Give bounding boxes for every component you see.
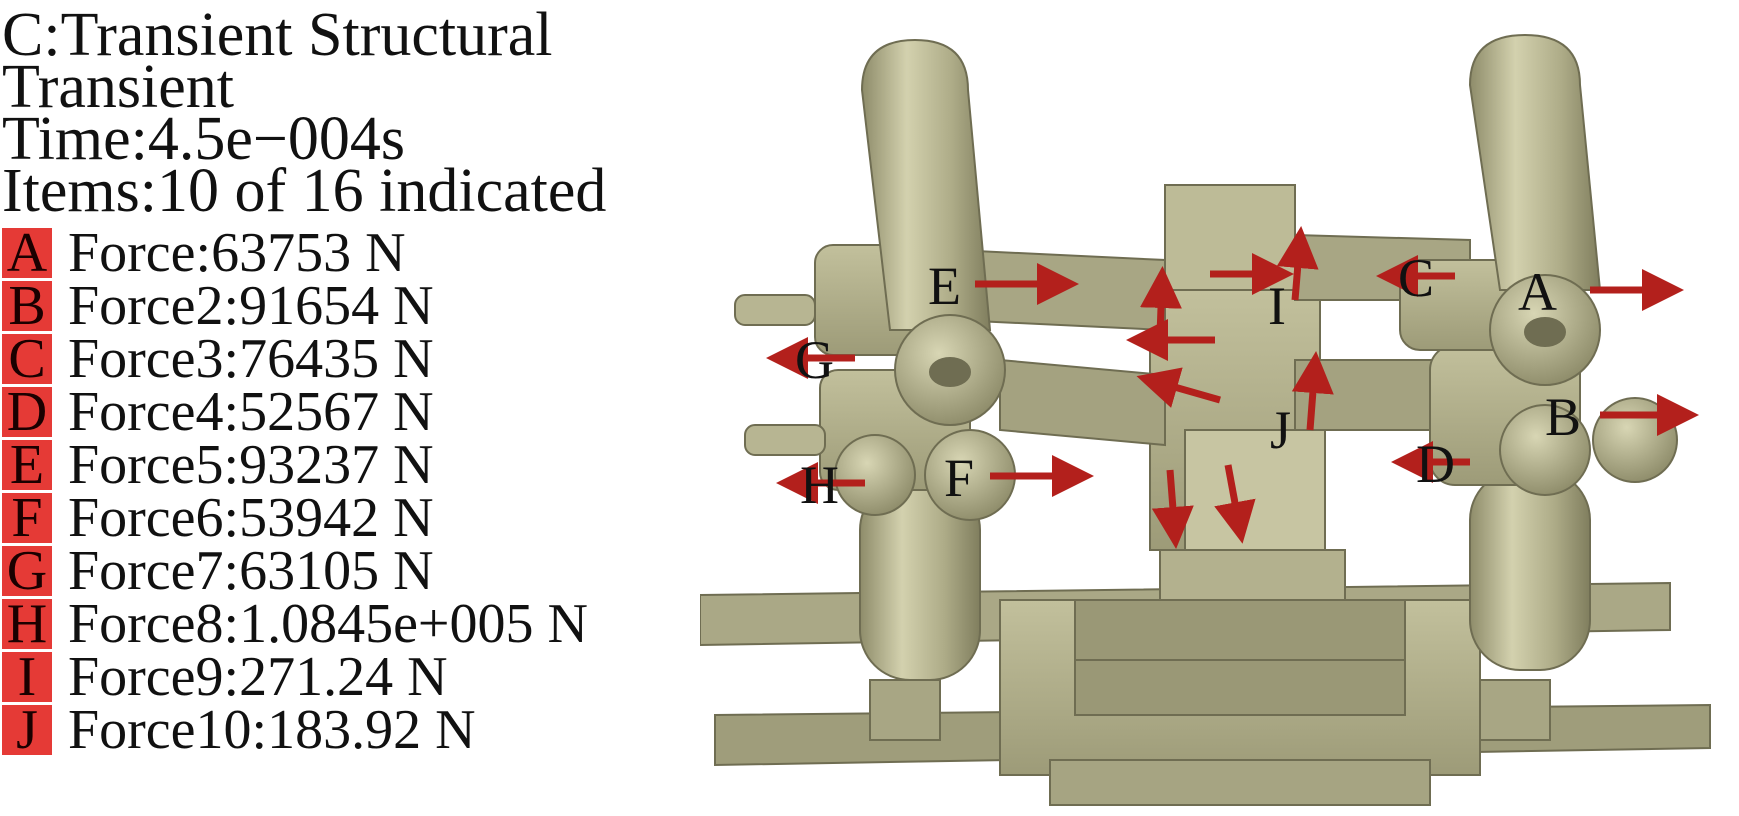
legend-row-g: G Force7:63105 N: [2, 543, 434, 599]
legend-row-a: A Force:63753 N: [2, 225, 406, 281]
legend-row-b: B Force2:91654 N: [2, 278, 434, 334]
force-badge-e: E: [2, 440, 52, 490]
label-f: F: [944, 448, 974, 508]
force-badge-f: F: [2, 493, 52, 543]
legend-row-j: J Force10:183.92 N: [2, 702, 476, 758]
force-badge-i: I: [2, 652, 52, 702]
force-value-j: Force10:183.92 N: [68, 699, 476, 761]
force-value-a: Force:63753 N: [68, 222, 406, 284]
force-value-g: Force7:63105 N: [68, 540, 434, 602]
force-value-f: Force6:53942 N: [68, 487, 434, 549]
label-a: A: [1518, 262, 1557, 322]
legend-row-f: F Force6:53942 N: [2, 490, 434, 546]
force-value-b: Force2:91654 N: [68, 275, 434, 337]
legend-row-c: C Force3:76435 N: [2, 331, 434, 387]
force-arrows: [766, 226, 1699, 549]
force-badge-h: H: [2, 599, 52, 649]
arrow-labels: A B C D E F G H I J: [795, 248, 1581, 515]
force-arrow-n: [1151, 469, 1194, 549]
legend-row-i: I Force9:271.24 N: [2, 649, 448, 705]
force-value-c: Force3:76435 N: [68, 328, 434, 390]
force-arrow-j: [1291, 351, 1334, 431]
time-label: Time:4.5e−004s: [2, 105, 405, 173]
legend-row-h: H Force8:1.0845e+005 N: [2, 596, 588, 652]
label-g: G: [795, 330, 834, 390]
label-i: I: [1268, 276, 1286, 336]
force-badge-b: B: [2, 281, 52, 331]
label-d: D: [1416, 434, 1455, 494]
force-arrow-o: [1214, 464, 1256, 544]
label-e: E: [928, 256, 961, 316]
force-value-h: Force8:1.0845e+005 N: [68, 593, 588, 655]
force-arrow-m: [1136, 367, 1221, 408]
analysis-title: C:Transient Structural: [2, 1, 553, 69]
force-badge-g: G: [2, 546, 52, 596]
label-c: C: [1398, 248, 1434, 308]
force-value-d: Force4:52567 N: [68, 381, 434, 443]
upper-tanks: [860, 33, 1602, 426]
force-value-e: Force5:93237 N: [68, 434, 434, 496]
legend-row-d: D Force4:52567 N: [2, 384, 434, 440]
force-badge-j: J: [2, 705, 52, 755]
label-b: B: [1545, 387, 1581, 447]
force-badge-c: C: [2, 334, 52, 384]
legend-row-e: E Force5:93237 N: [2, 437, 434, 493]
force-arrow-i-up: [1276, 226, 1319, 301]
right-cylinder-bodies: [1294, 233, 1678, 496]
force-value-i: Force9:271.24 N: [68, 646, 448, 708]
label-j: J: [1270, 400, 1291, 460]
force-badge-a: A: [2, 228, 52, 278]
force-badge-d: D: [2, 387, 52, 437]
items-count: Items:10 of 16 indicated: [2, 157, 607, 225]
force-arrow-k: [1139, 266, 1182, 336]
label-h: H: [800, 455, 839, 515]
machine-model-view: A B C D E F G H I J: [700, 33, 1711, 806]
analysis-type: Transient: [2, 53, 234, 121]
